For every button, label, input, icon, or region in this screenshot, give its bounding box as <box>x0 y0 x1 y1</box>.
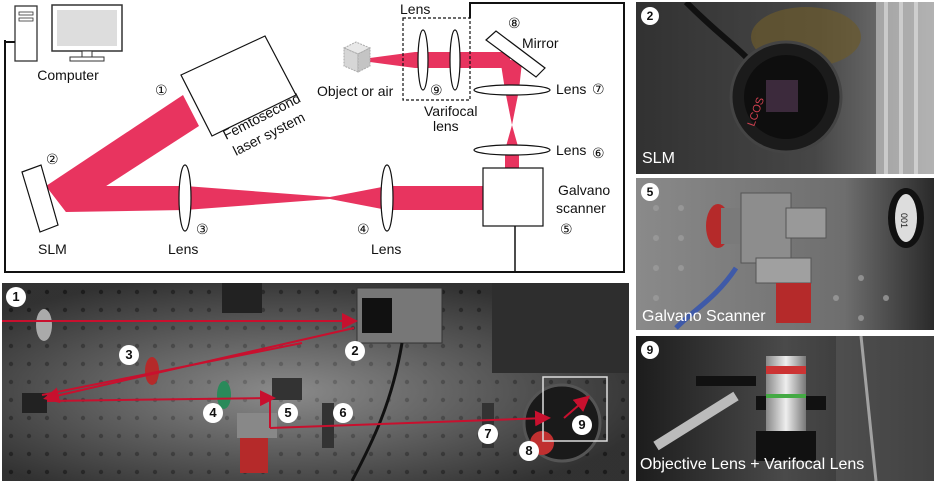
num-9: ⑨ <box>430 83 443 99</box>
galvano-caption: Galvano Scanner <box>642 308 766 325</box>
setup-photo-image <box>2 283 629 481</box>
varifocal-label-line2: lens <box>433 118 459 134</box>
beam-slm-to-lens3 <box>46 186 185 212</box>
arrow-objective <box>563 395 591 419</box>
mirror-label: Mirror <box>522 35 559 51</box>
galvano-label-line1: Galvano <box>558 182 610 198</box>
num-8: ⑧ <box>508 16 521 32</box>
lens-4 <box>380 164 394 232</box>
system-frame <box>4 2 625 273</box>
beam-lens3-to-focus <box>185 186 330 210</box>
laser-system-box <box>180 35 297 137</box>
setup-photo: 1 2 3 4 5 6 7 8 9 <box>2 283 629 481</box>
num-2: ② <box>46 152 59 168</box>
lens-3-label: Lens <box>168 241 198 257</box>
slm-element <box>21 164 59 233</box>
lens-7 <box>473 84 551 96</box>
beam-to-object <box>370 52 415 68</box>
arrow-back-to-slm <box>41 342 303 396</box>
computer-label: Computer <box>37 67 99 83</box>
badge-objective: 9 <box>641 341 659 359</box>
badge-setup-4: 4 <box>203 403 223 423</box>
varifocal-dashed-box <box>402 17 471 101</box>
badge-setup-7: 7 <box>478 424 498 444</box>
badge-setup-2: 2 <box>345 341 365 361</box>
galvano-photo: 001 5 Galvano Scanner <box>636 178 934 330</box>
slm-caption: SLM <box>642 150 675 167</box>
lens-pair-first <box>417 29 429 91</box>
lens-6-label: Lens <box>556 142 586 158</box>
badge-setup-6: 6 <box>333 403 353 423</box>
galvano-scanner-box <box>482 167 544 227</box>
lens-4-label: Lens <box>371 241 401 257</box>
badge-setup-3: 3 <box>119 345 139 365</box>
num-7: ⑦ <box>592 82 605 98</box>
galvano-label-line2: scanner <box>556 200 606 216</box>
galvano-photo-image: 001 <box>636 178 934 330</box>
beam-lens6-to-lens7 <box>505 125 519 150</box>
lens-3 <box>178 164 192 232</box>
badge-setup-9: 9 <box>572 415 592 435</box>
beam-mirror-to-lens <box>455 52 510 68</box>
beam-focus-to-lens4 <box>330 186 387 210</box>
beam-lens7-focus <box>505 90 519 125</box>
badge-galvano: 5 <box>641 183 659 201</box>
beam-lens4-to-galvano <box>387 186 485 210</box>
varifocal-lens <box>449 29 461 91</box>
slm-photo-image: LCOS <box>636 2 934 174</box>
objective-photo: 9 Objective Lens + Varifocal Lens <box>636 336 934 481</box>
num-3: ③ <box>196 222 209 238</box>
arrow-slm-to-galvano <box>46 390 276 407</box>
computer-icon <box>14 4 123 62</box>
slm-photo: LCOS 2 SLM <box>636 2 934 174</box>
badge-setup-5: 5 <box>278 403 298 423</box>
objective-caption: Objective Lens + Varifocal Lens <box>640 456 865 473</box>
num-6: ⑥ <box>592 146 605 162</box>
lens-7-label: Lens <box>556 81 586 97</box>
num-5: ⑤ <box>560 222 573 238</box>
mirror-element <box>485 30 546 78</box>
slm-label: SLM <box>38 241 67 257</box>
lens-pair-label: Lens <box>400 1 430 17</box>
varifocal-label-line1: Varifocal <box>424 103 477 119</box>
arrow-galvano-to-objective <box>269 410 551 429</box>
galvano-device-text: 001 <box>899 213 909 228</box>
object-label: Object or air <box>317 83 394 99</box>
num-4: ④ <box>357 222 370 238</box>
objective-photo-image <box>636 336 934 481</box>
beam-laser-to-slm <box>46 95 199 212</box>
badge-setup-8: 8 <box>519 441 539 461</box>
badge-setup-1: 1 <box>6 287 26 307</box>
object-cube-icon <box>342 41 372 73</box>
lens-6 <box>473 144 551 156</box>
num-1: ① <box>155 83 168 99</box>
optical-setup-diagram: Computer Femtosecond laser system ① ② SL… <box>4 1 625 273</box>
badge-slm: 2 <box>641 7 659 25</box>
